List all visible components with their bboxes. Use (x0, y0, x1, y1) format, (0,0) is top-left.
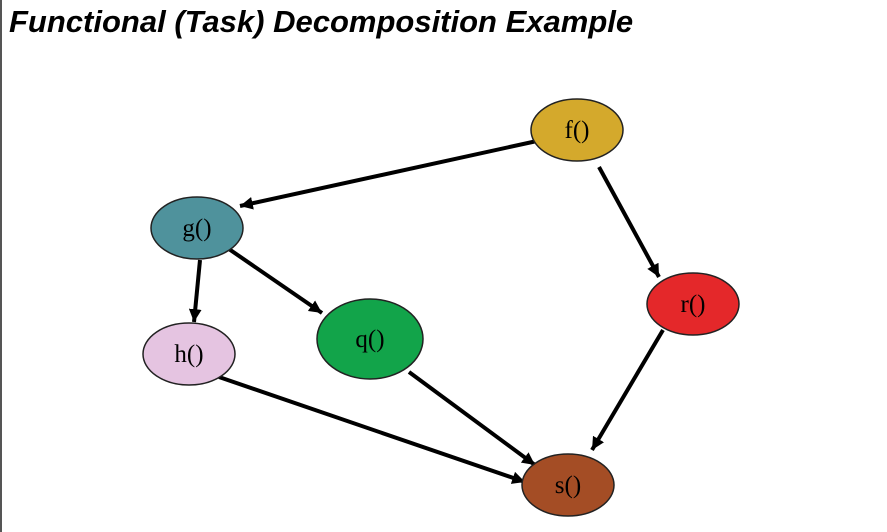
node-f-label: f() (565, 117, 590, 144)
node-s-shape (521, 453, 615, 517)
node-r-shape (646, 272, 740, 336)
node-r-label: r() (681, 291, 706, 318)
edge-h-s (218, 375, 526, 484)
node-s-label: s() (555, 472, 581, 499)
node-q-label: q() (355, 326, 384, 353)
edges-layer (188, 139, 665, 484)
node-h-label: h() (174, 341, 203, 368)
node-h-shape (142, 322, 236, 386)
edge-q-s (407, 370, 537, 467)
node-g: g() (150, 196, 244, 260)
edge-f-g (239, 139, 538, 210)
node-h: h() (142, 322, 236, 386)
nodes-layer: f() g() h() q() r() s() (142, 98, 740, 517)
node-r: r() (646, 272, 740, 336)
node-q: q() (316, 298, 424, 380)
edge-f-r (597, 166, 661, 278)
node-s: s() (521, 453, 615, 517)
slide-title: Functional (Task) Decomposition Example (9, 4, 634, 39)
node-g-shape (150, 196, 244, 260)
node-g-label: g() (182, 215, 211, 242)
edge-g-q (224, 245, 324, 315)
node-q-shape (316, 298, 424, 380)
edge-g-h (188, 259, 202, 323)
node-f-shape (530, 98, 624, 162)
node-f: f() (530, 98, 624, 162)
slide-left-border (0, 0, 2, 532)
edge-r-s (590, 328, 665, 452)
